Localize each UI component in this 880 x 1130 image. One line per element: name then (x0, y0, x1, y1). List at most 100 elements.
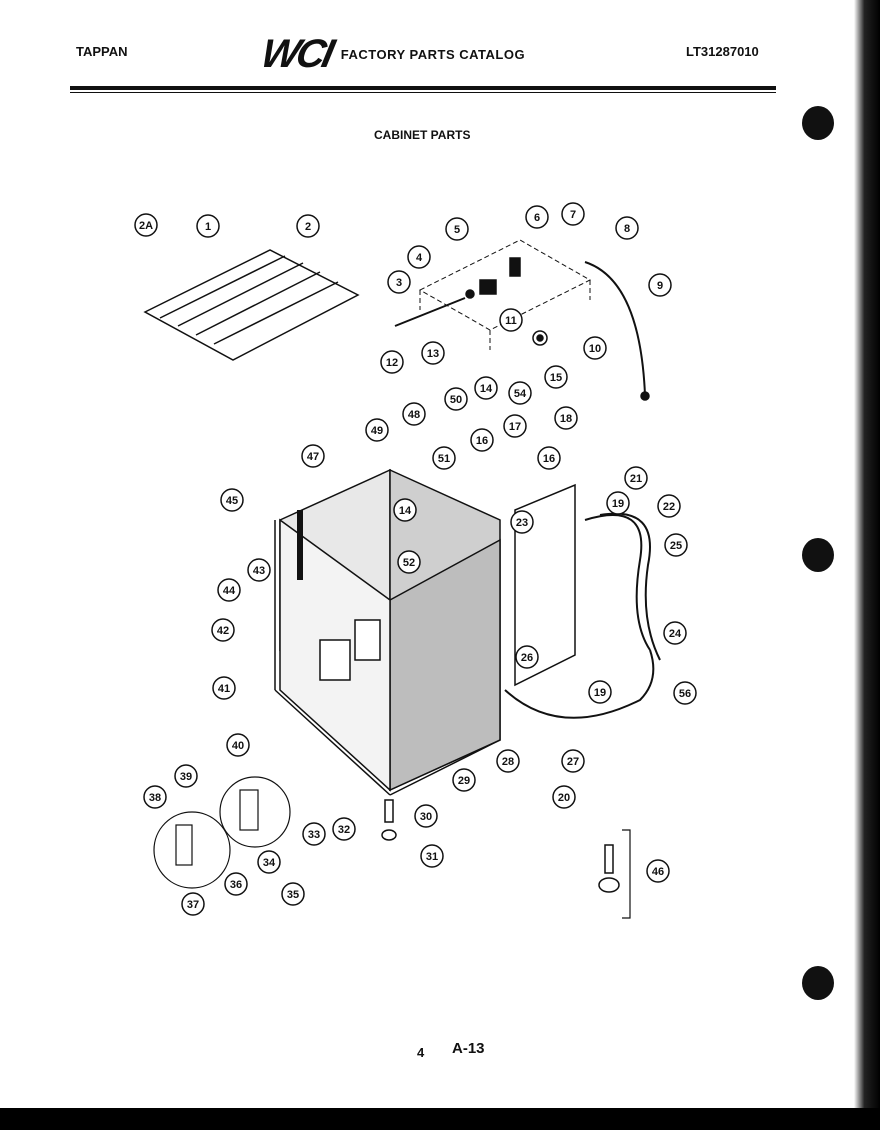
callout-label: 8 (624, 223, 630, 235)
callout-label: 46 (652, 866, 664, 878)
callout-label: 32 (338, 824, 350, 836)
callout-label: 7 (570, 209, 576, 221)
callout-label: 50 (450, 394, 462, 406)
callout-circle (432, 446, 456, 470)
callout-label: 49 (371, 425, 383, 437)
callout-label: 1 (205, 221, 211, 233)
callout-label: 26 (521, 652, 533, 664)
callout-circle (496, 749, 520, 773)
callout-label: 31 (426, 851, 438, 863)
callout-circle (508, 381, 532, 405)
callout-label: 5 (454, 224, 460, 236)
callout-circle (296, 214, 320, 238)
callout-label: 54 (514, 388, 527, 400)
callout-label: 48 (408, 409, 420, 421)
callout-circle (606, 491, 630, 515)
callout-label: 9 (657, 280, 663, 292)
callout-label: 42 (217, 625, 229, 637)
callout-label: 16 (476, 435, 488, 447)
callout-circle (414, 804, 438, 828)
scan-edge (854, 0, 880, 1130)
page-number: 4 (417, 1045, 425, 1060)
callout-label: 4 (416, 252, 423, 264)
callout-circle (212, 676, 236, 700)
callout-circle (365, 418, 389, 442)
console-parts (394, 257, 650, 401)
callout-circle (474, 376, 498, 400)
callout-label: 28 (502, 756, 514, 768)
callout-circle (646, 859, 670, 883)
callout-label: 37 (187, 899, 199, 911)
callout-label: 23 (516, 517, 528, 529)
callout-circle (332, 817, 356, 841)
callout-circle (196, 214, 220, 238)
callout-circle (525, 205, 549, 229)
header-rule-thin (70, 92, 776, 93)
callout-circle (624, 466, 648, 490)
callout-circle (224, 872, 248, 896)
callout-circle (561, 202, 585, 226)
callout-label: 19 (594, 687, 606, 699)
cabinet-body (274, 468, 501, 796)
control-console (418, 239, 592, 350)
callout-label: 18 (560, 413, 572, 425)
callout-label: 33 (308, 829, 320, 841)
brand-label: TAPPAN (76, 44, 128, 59)
callout-circle (134, 213, 158, 237)
callout-label: 21 (630, 473, 642, 485)
callout-label: 45 (226, 495, 238, 507)
callout-label: 6 (534, 212, 540, 224)
callout-label: 14 (480, 383, 493, 395)
binder-hole (802, 106, 834, 140)
callout-circle (380, 350, 404, 374)
callout-circle (561, 749, 585, 773)
header-rule (70, 86, 776, 90)
callout-circle (393, 498, 417, 522)
callout-label: 15 (550, 372, 562, 384)
callout-label: 34 (263, 857, 276, 869)
callout-label: 52 (403, 557, 415, 569)
binder-hole (802, 538, 834, 572)
callout-circle (588, 680, 612, 704)
callout-circle (281, 882, 305, 906)
callout-circle (663, 621, 687, 645)
callout-label: 3 (396, 277, 402, 289)
callout-label: 44 (223, 585, 236, 597)
callout-circle (143, 785, 167, 809)
page-code: A-13 (452, 1040, 485, 1057)
callout-label: 29 (458, 775, 470, 787)
callout-circle (407, 245, 431, 269)
hoses (504, 512, 661, 719)
callout-circle (544, 365, 568, 389)
callout-circle (220, 488, 244, 512)
callout-label: 10 (589, 343, 601, 355)
callout-circle (397, 550, 421, 574)
callout-circle (537, 446, 561, 470)
callout-circle (648, 273, 672, 297)
callout-circle (402, 402, 426, 426)
binder-hole (802, 966, 834, 1000)
callout-circle (552, 785, 576, 809)
callout-circle (664, 533, 688, 557)
back-panel (514, 483, 576, 687)
callout-circle (657, 494, 681, 518)
callout-label: 2A (139, 220, 153, 232)
callout-label: 36 (230, 879, 242, 891)
catalog-header: WCI FACTORY PARTS CATALOG (257, 32, 526, 76)
callout-label: 2 (305, 221, 311, 233)
catalog-title: FACTORY PARTS CATALOG (340, 46, 526, 62)
callout-label: 43 (253, 565, 265, 577)
callout-label: 16 (543, 453, 555, 465)
callout-circle (444, 387, 468, 411)
scan-bottom-edge (0, 1108, 880, 1130)
callout-circle (387, 270, 411, 294)
callout-circle (452, 768, 476, 792)
callout-circle (302, 822, 326, 846)
callout-label: 20 (558, 792, 570, 804)
callout-label: 22 (663, 501, 675, 513)
callout-circle (470, 428, 494, 452)
callout-label: 56 (679, 688, 691, 700)
callout-circle (257, 850, 281, 874)
callout-label: 40 (232, 740, 244, 752)
